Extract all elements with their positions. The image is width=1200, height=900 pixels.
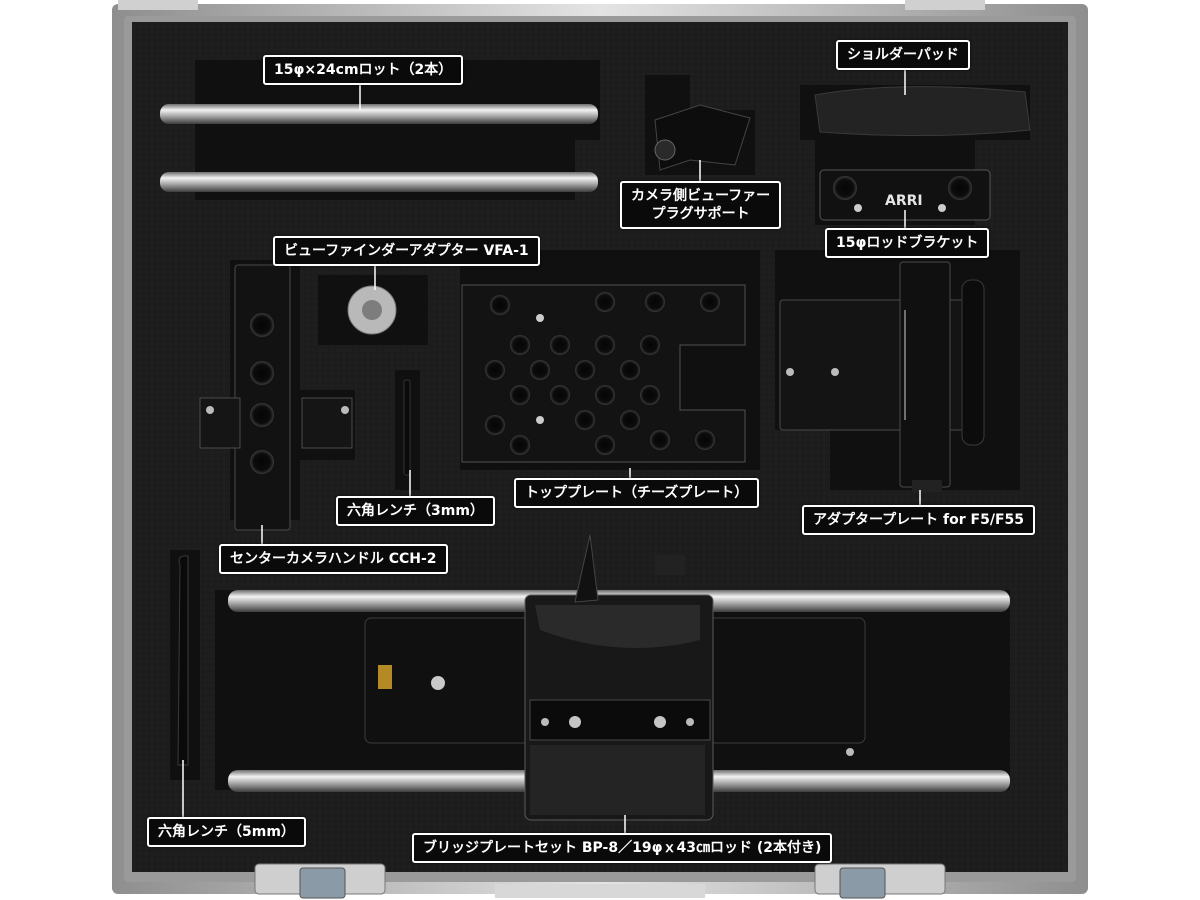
- label-center-handle-text: センターカメラハンドル CCH-2: [230, 551, 437, 567]
- hex-wrench-3mm: [403, 379, 411, 476]
- label-top-plate: トッププレート（チーズプレート）: [514, 478, 760, 508]
- label-center-handle: センターカメラハンドル CCH-2: [219, 544, 448, 574]
- label-viewfinder-support: カメラ側ビューファー プラグサポート: [620, 181, 782, 229]
- label-rod-bracket-text: 15φロッドブラケット: [836, 235, 979, 251]
- adapter-plate-f5-f55: [779, 261, 985, 492]
- rod-bracket: ARRI: [819, 169, 991, 221]
- label-hex-3mm-text: 六角レンチ（3mm）: [347, 503, 484, 519]
- bridge-plate-bp8: [364, 534, 866, 821]
- latch-left: [254, 863, 386, 899]
- label-rods-24cm: 15φ×24cmロット（2本）: [263, 55, 464, 85]
- label-bridge-plate-text: ブリッジプレートセット BP-8／19φｘ43㎝ロッド (2本付き): [423, 840, 822, 856]
- latch-right: [814, 863, 946, 899]
- label-vf-adapter-text: ビューファインダーアダプター VFA-1: [284, 243, 529, 259]
- label-hex-3mm: 六角レンチ（3mm）: [336, 496, 495, 526]
- label-viewfinder-support-line1: カメラ側ビューファー: [631, 188, 771, 204]
- rods-15mm-24cm: [160, 104, 598, 192]
- hex-wrench-5mm: [177, 555, 189, 766]
- label-shoulder-pad: ショルダーパッド: [836, 40, 970, 70]
- label-adapter-plate-text: アダプタープレート for F5/F55: [813, 512, 1024, 528]
- label-shoulder-pad-text: ショルダーパッド: [847, 47, 959, 63]
- shoulder-pad: [814, 86, 1031, 137]
- label-rods-24cm-text: 15φ×24cmロット（2本）: [274, 62, 453, 78]
- center-camera-handle: [199, 264, 353, 531]
- label-viewfinder-support-line2: プラグサポート: [651, 206, 750, 222]
- label-hex-5mm-text: 六角レンチ（5mm）: [158, 824, 295, 840]
- viewfinder-plug-support: [654, 104, 751, 171]
- top-cheese-plate: [461, 284, 746, 463]
- arri-logo: ARRI: [885, 193, 923, 209]
- label-top-plate-text: トッププレート（チーズプレート）: [525, 485, 749, 501]
- label-bridge-plate: ブリッジプレートセット BP-8／19φｘ43㎝ロッド (2本付き): [412, 833, 833, 863]
- label-vf-adapter: ビューファインダーアダプター VFA-1: [273, 236, 540, 266]
- label-rod-bracket: 15φロッドブラケット: [825, 228, 990, 258]
- label-hex-5mm: 六角レンチ（5mm）: [147, 817, 306, 847]
- label-adapter-plate: アダプタープレート for F5/F55: [802, 505, 1035, 535]
- plate-holes: [485, 292, 720, 455]
- viewfinder-adapter: [347, 285, 397, 335]
